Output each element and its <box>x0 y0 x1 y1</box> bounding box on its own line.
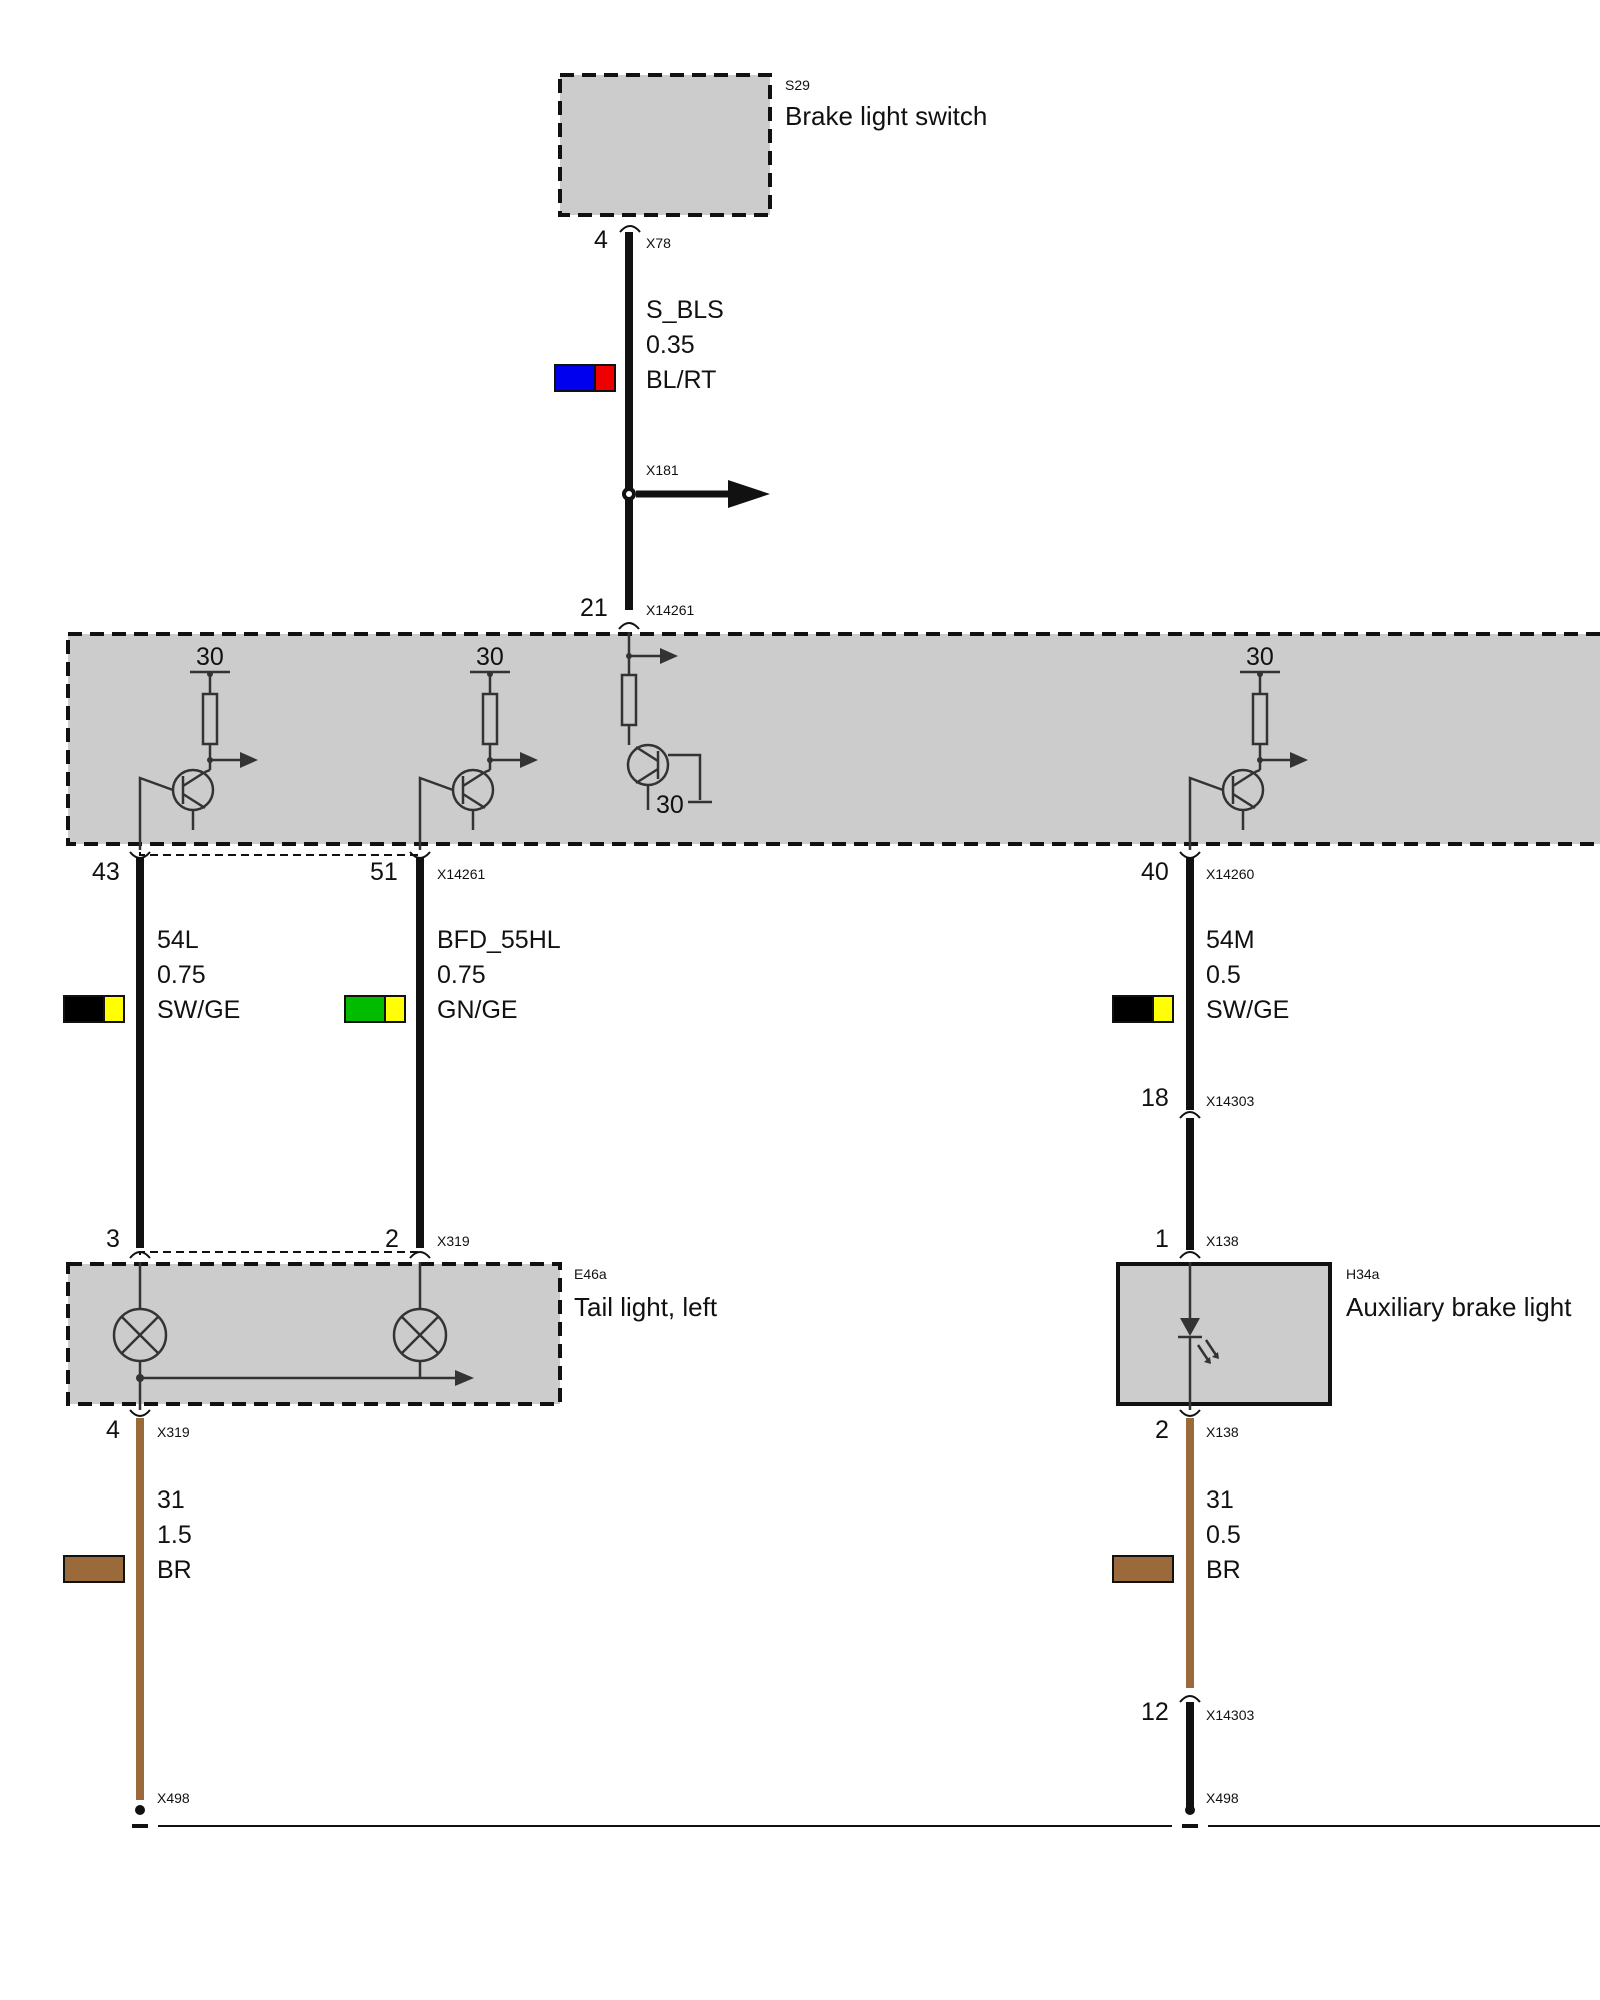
x181-arrow-icon <box>728 480 770 508</box>
wire-bfd-swatch-stripe <box>384 995 406 1023</box>
tail-light-box[interactable] <box>66 1262 562 1406</box>
wire-31-right-signal: 31 <box>1206 1486 1234 1514</box>
x14261-top-connector-symbol <box>618 622 640 630</box>
pin-4-top: 4 <box>594 226 608 254</box>
connector-x78: X78 <box>646 235 671 251</box>
lamp-icon-right <box>392 1262 448 1378</box>
wire-54l-color: SW/GE <box>157 996 240 1024</box>
wire-54l-signal: 54L <box>157 926 199 954</box>
wire-bfd-size: 0.75 <box>437 961 486 989</box>
wire-31-left-signal: 31 <box>157 1486 185 1514</box>
wire-31-left-color: BR <box>157 1556 192 1584</box>
pin-3: 3 <box>106 1225 120 1253</box>
wire-54m-signal: 54M <box>1206 926 1255 954</box>
wire-31-right-color: BR <box>1206 1556 1241 1584</box>
connector-x319-top: X319 <box>437 1233 470 1249</box>
output-stage-51 <box>418 670 538 850</box>
wire-54l-swatch-stripe <box>103 995 125 1023</box>
pin-1: 1 <box>1155 1225 1169 1253</box>
x319-top-shell <box>139 1251 421 1255</box>
wire-bfd-color: GN/GE <box>437 996 518 1024</box>
connector-x14303-a: X14303 <box>1206 1093 1254 1109</box>
pin-21: 21 <box>580 594 608 622</box>
wire-s-bls-swatch-primary <box>554 364 596 392</box>
wire-54m-swatch-primary <box>1112 995 1154 1023</box>
wire-s-bls-color: BL/RT <box>646 366 716 394</box>
x14303-b-connector-symbol <box>1179 1695 1201 1703</box>
pin-40: 40 <box>1141 858 1169 886</box>
module-label-30-c: 30 <box>656 791 684 819</box>
x138-top-connector-symbol <box>1179 1251 1201 1259</box>
x78-connector-symbol <box>619 225 641 233</box>
pin-2-tail: 2 <box>385 1225 399 1253</box>
pin-12: 12 <box>1141 1698 1169 1726</box>
module-label-30-a: 30 <box>196 643 224 671</box>
tail-light-arrow-icon <box>455 1370 474 1386</box>
wire-s-bls-size: 0.35 <box>646 331 695 359</box>
x498-right-node <box>1185 1805 1195 1815</box>
connector-x138-bot: X138 <box>1206 1424 1239 1440</box>
lamp-icon-left <box>112 1262 168 1410</box>
wire-54m-size: 0.5 <box>1206 961 1241 989</box>
wire-31-left-size: 1.5 <box>157 1521 192 1549</box>
wire-s-bls-signal: S_BLS <box>646 296 724 324</box>
output-stage-40 <box>1188 670 1308 850</box>
connector-x138-top: X138 <box>1206 1233 1239 1249</box>
output-stage-43 <box>138 670 258 850</box>
connector-x14261-mid: X14261 <box>437 866 485 882</box>
wire-bfd-signal: BFD_55HL <box>437 926 561 954</box>
aux-brake-light-id: H34a <box>1346 1266 1380 1282</box>
wire-31-left-swatch <box>63 1555 125 1583</box>
wire-31-right-size: 0.5 <box>1206 1521 1241 1549</box>
x498-left-node <box>135 1805 145 1815</box>
control-module-box[interactable] <box>66 632 1600 846</box>
wire-54m-swatch-stripe <box>1152 995 1174 1023</box>
auxiliary-brake-light-box[interactable] <box>1116 1262 1332 1406</box>
connector-x498-right: X498 <box>1206 1790 1239 1806</box>
pin-4-tail: 4 <box>106 1416 120 1444</box>
brake-light-switch-name: Brake light switch <box>785 101 987 131</box>
wire-54l-size: 0.75 <box>157 961 206 989</box>
pin-51: 51 <box>370 858 398 886</box>
wire-bfd-swatch-primary <box>344 995 386 1023</box>
wire-54m-color: SW/GE <box>1206 996 1289 1024</box>
tail-light-id: E46a <box>574 1266 607 1282</box>
connector-x319-bot: X319 <box>157 1424 190 1440</box>
tail-light-name: Tail light, left <box>574 1292 718 1322</box>
wire-54l-swatch-primary <box>63 995 105 1023</box>
pin-2-aux: 2 <box>1155 1416 1169 1444</box>
aux-brake-light-name: Auxiliary brake light <box>1346 1292 1572 1322</box>
connector-x498-left: X498 <box>157 1790 190 1806</box>
brake-light-switch-box[interactable] <box>558 73 772 217</box>
pin-43: 43 <box>92 858 120 886</box>
brake-light-switch-id: S29 <box>785 77 810 93</box>
pin-18: 18 <box>1141 1084 1169 1112</box>
led-icon <box>1178 1262 1219 1410</box>
x14261-bottom-shell <box>139 852 421 856</box>
module-label-30-d: 30 <box>1246 643 1274 671</box>
wire-31-right-swatch <box>1112 1555 1174 1583</box>
connector-x14261-top: X14261 <box>646 602 694 618</box>
x14303-a-connector-symbol <box>1179 1111 1201 1119</box>
input-stage-21 <box>620 632 712 810</box>
connector-x14303-b: X14303 <box>1206 1707 1254 1723</box>
module-label-30-b: 30 <box>476 643 504 671</box>
wire-s-bls-swatch-stripe <box>594 364 616 392</box>
connector-x14260: X14260 <box>1206 866 1254 882</box>
connector-x181: X181 <box>646 462 679 478</box>
